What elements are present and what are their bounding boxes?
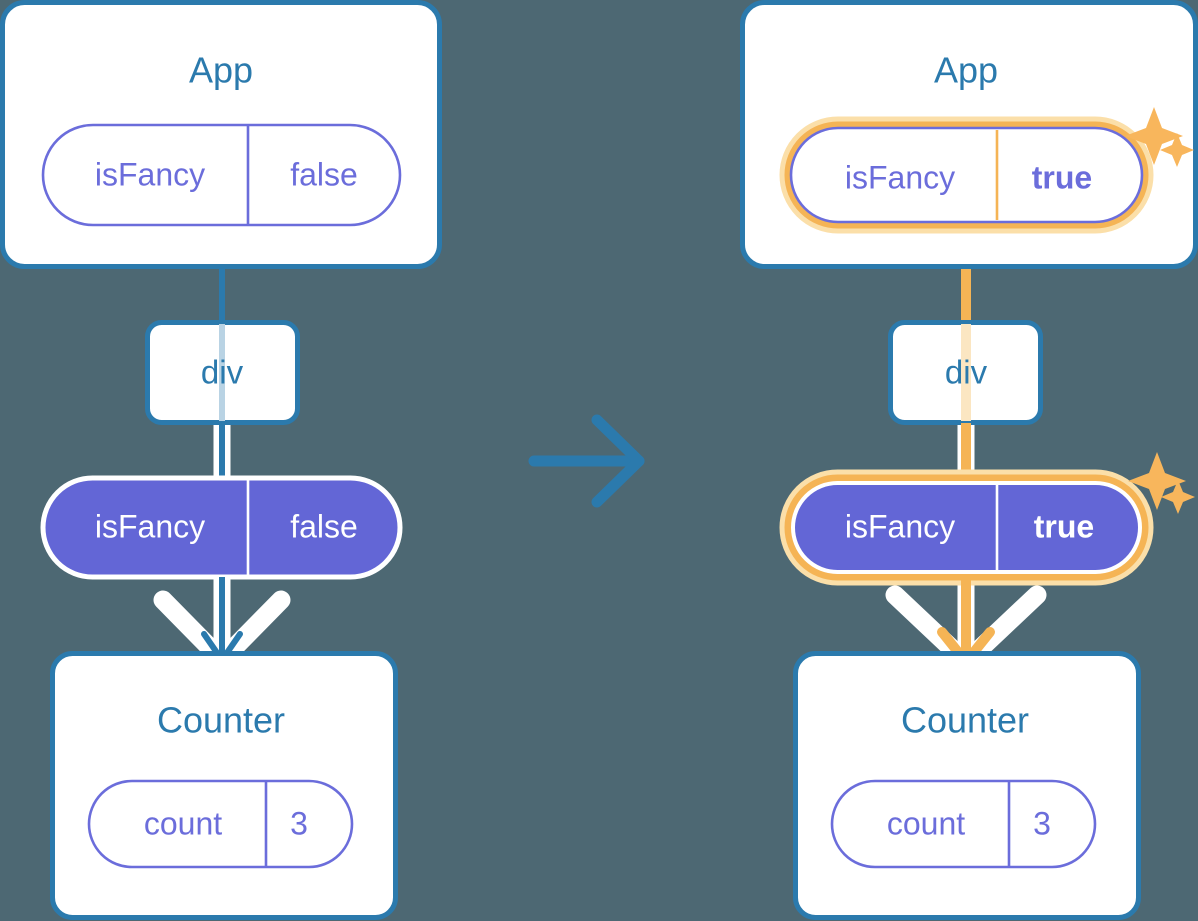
left-div-label: div bbox=[201, 354, 244, 391]
left-counter-pill-key: count bbox=[144, 805, 222, 841]
left-counter-pill-value: 3 bbox=[290, 805, 308, 841]
right-counter-state-pill[interactable]: count 3 bbox=[830, 779, 1097, 869]
right-div-node[interactable]: div bbox=[888, 320, 1043, 425]
right-app-state-pill[interactable]: isFancy true bbox=[779, 116, 1154, 234]
right-prop-pill-key: isFancy bbox=[845, 508, 955, 544]
left-counter-pill-body bbox=[87, 779, 354, 869]
left-div-node[interactable]: div bbox=[145, 320, 300, 425]
right-app-title: App bbox=[934, 50, 998, 91]
left-counter-title: Counter bbox=[157, 700, 285, 741]
left-panel: App isFancy false div isFancy false bbox=[0, 0, 442, 920]
right-panel: App isFancy true div i bbox=[740, 0, 1198, 920]
left-prop-pill-value: false bbox=[290, 508, 358, 544]
left-app-state-pill[interactable]: isFancy false bbox=[41, 123, 402, 227]
right-counter-title: Counter bbox=[901, 700, 1029, 741]
right-counter-pill-body bbox=[830, 779, 1097, 869]
right-prop-pill-body bbox=[791, 481, 1142, 574]
right-div-label: div bbox=[945, 354, 988, 391]
left-app-pill-key: isFancy bbox=[95, 156, 205, 192]
left-app-title: App bbox=[189, 50, 253, 91]
right-counter-pill-value: 3 bbox=[1033, 805, 1051, 841]
right-prop-pill[interactable]: isFancy true bbox=[779, 469, 1154, 586]
right-app-sparkle-icon bbox=[1125, 107, 1194, 167]
left-prop-pill-key: isFancy bbox=[95, 508, 205, 544]
left-prop-pill[interactable]: isFancy false bbox=[40, 475, 403, 580]
right-app-pill-glow-inner bbox=[784, 121, 1149, 229]
left-app-pill-value: false bbox=[290, 156, 358, 192]
right-app-pill-value: true bbox=[1032, 159, 1092, 195]
right-counter-pill-key: count bbox=[887, 805, 965, 841]
right-prop-sparkle-icon bbox=[1128, 452, 1195, 514]
transition-arrow-icon bbox=[528, 414, 645, 508]
right-prop-pill-value: true bbox=[1034, 508, 1094, 544]
left-app-pill-body bbox=[41, 123, 402, 227]
right-app-pill-body bbox=[789, 126, 1144, 224]
right-app-pill-key: isFancy bbox=[845, 159, 955, 195]
left-counter-state-pill[interactable]: count 3 bbox=[87, 779, 354, 869]
